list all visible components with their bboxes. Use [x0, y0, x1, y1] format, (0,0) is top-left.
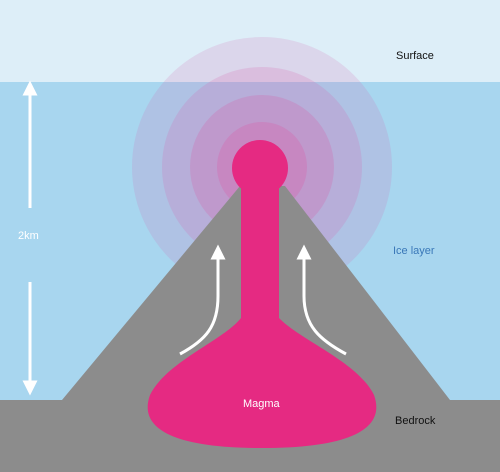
magma-chamber: [147, 186, 377, 448]
magma-label: Magma: [243, 398, 280, 410]
bedrock-label: Bedrock: [395, 415, 436, 427]
ice-layer-label: Ice layer: [393, 245, 435, 257]
sky-band: [0, 0, 500, 82]
flow-arrow-left-icon: [179, 244, 226, 356]
flow-arrow-right-icon: [296, 244, 347, 356]
depth-label: 2km: [18, 230, 39, 242]
surface-label: Surface: [396, 50, 434, 62]
magma-dome: [232, 140, 288, 196]
